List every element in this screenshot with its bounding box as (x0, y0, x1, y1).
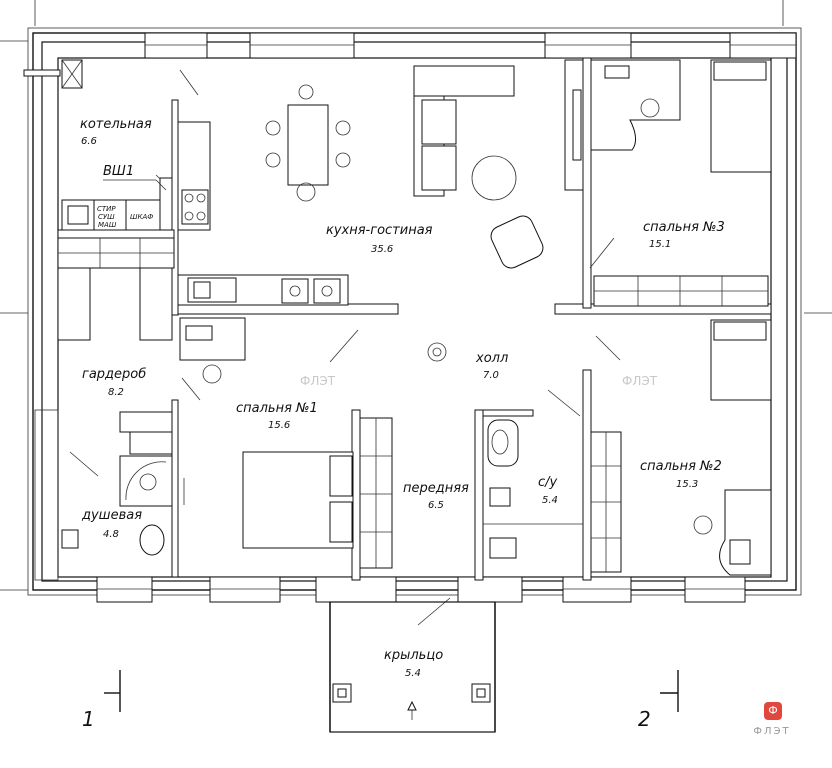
outer-wall-inner (41, 41, 788, 582)
leader-line (155, 179, 167, 191)
room-name: спальня №2 (640, 459, 722, 474)
room-name: кухня-гостиная (326, 223, 433, 238)
room-area: 35.6 (371, 244, 393, 255)
door-leaf (179, 69, 199, 96)
window (249, 32, 355, 59)
wardrobe-bedroom-3 (593, 275, 769, 307)
entrance-wall (457, 576, 523, 603)
partition-wall (171, 99, 179, 316)
foundation-line (27, 27, 802, 596)
room-area: 8.2 (108, 387, 124, 398)
outer-wall (32, 32, 797, 591)
room-name: холл (475, 351, 508, 366)
tv-unit (564, 59, 584, 191)
room-area: 15.3 (676, 479, 698, 490)
room-name: с/у (538, 475, 558, 490)
bed-bedroom-3 (710, 59, 772, 173)
section-mark-1: 1 (82, 670, 121, 731)
chimney (23, 59, 83, 89)
room-area: 5.4 (405, 668, 421, 679)
brand-badge: Ф ФЛЭТ (740, 702, 804, 752)
door-leaf (589, 237, 615, 269)
laundry-cabinet (61, 177, 173, 231)
watermark: ФЛЭТ (300, 374, 336, 388)
kitchen-counter (177, 121, 349, 306)
room-name: крыльцо (384, 648, 443, 663)
room-area: 15.6 (268, 420, 290, 431)
door-leaf (547, 389, 581, 417)
room-name: душевая (81, 508, 142, 523)
window (562, 576, 632, 603)
window (729, 32, 797, 59)
shower (61, 455, 173, 556)
room-name: передняя (403, 481, 469, 496)
room-area: 15.1 (649, 239, 671, 250)
wardrobe (57, 237, 175, 455)
room-area: 6.5 (428, 500, 444, 511)
appliance-label: СТИР (97, 205, 116, 213)
room-area: 5.4 (542, 495, 558, 506)
room-name: спальня №1 (236, 401, 318, 416)
window (209, 576, 281, 603)
room-name: спальня №3 (643, 220, 725, 235)
partition-wall (57, 229, 175, 239)
appliance-label: СУШ (98, 213, 115, 221)
desk-bedroom-2 (693, 489, 772, 576)
room-area: 6.6 (81, 136, 97, 147)
partition-wall (582, 369, 592, 581)
armchair (490, 215, 544, 269)
wardrobe-bedroom-2 (590, 431, 622, 573)
svg-text:2: 2 (638, 707, 651, 731)
window (544, 32, 632, 59)
entrance-wall (315, 576, 397, 603)
room-name: гардероб (82, 367, 146, 382)
partition-wall (171, 399, 179, 578)
partition-wall (482, 409, 534, 417)
dining-table (265, 84, 351, 202)
window (684, 576, 746, 603)
porch (329, 601, 496, 733)
brand-logo: Ф (764, 702, 782, 720)
bed-bedroom-2 (710, 319, 772, 401)
person-hall (427, 342, 447, 362)
door-leaf (69, 451, 99, 477)
panel-label: ВШ1 (103, 164, 134, 179)
window (144, 32, 208, 59)
wardrobe-bedroom-1 (359, 417, 393, 569)
appliance-label: ШКАФ (130, 213, 153, 221)
partition-wall (34, 409, 59, 581)
section-mark-2: 2 (638, 670, 679, 731)
appliance-label: МАШ (98, 221, 117, 229)
brand-name: ФЛЭТ (753, 726, 791, 737)
partition-wall (582, 57, 592, 309)
watermark: ФЛЭТ (622, 374, 658, 388)
window (96, 576, 153, 603)
desk-bedroom-1 (179, 317, 246, 384)
desk-bedroom-3 (590, 59, 681, 151)
room-area: 7.0 (483, 370, 499, 381)
door-leaf (181, 377, 201, 401)
door-leaf (595, 335, 621, 361)
room-name: котельная (80, 117, 152, 132)
bathroom-fixtures (483, 419, 583, 559)
room-area: 4.8 (103, 529, 119, 540)
bed-bedroom-1 (242, 451, 354, 549)
svg-text:1: 1 (82, 707, 95, 731)
partition-wall (474, 409, 484, 581)
sofa (413, 65, 517, 201)
door-leaf (329, 329, 359, 363)
